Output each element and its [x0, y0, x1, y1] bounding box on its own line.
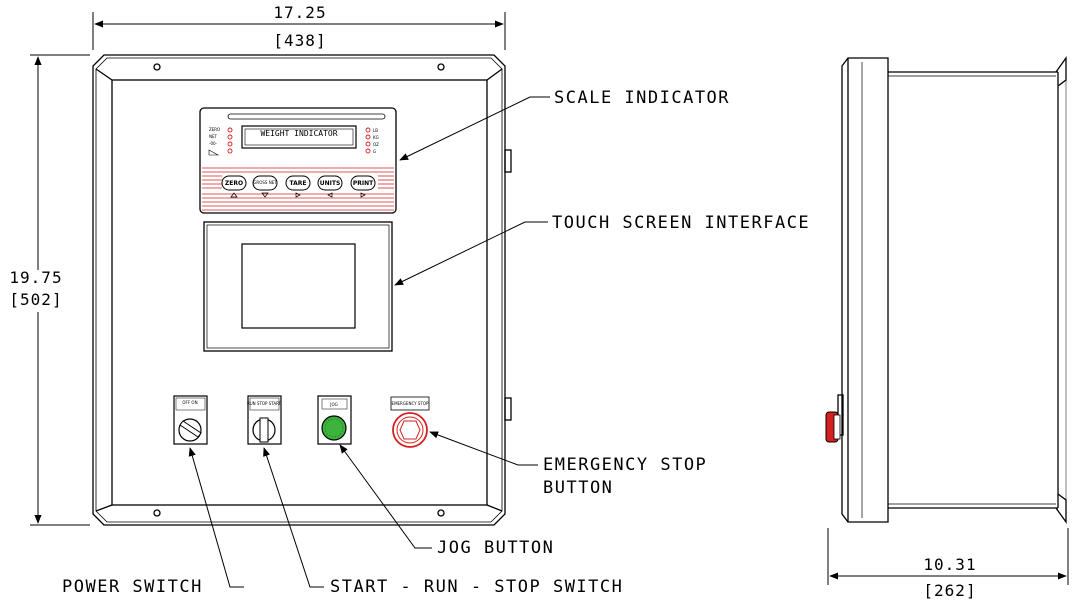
depth-mm: [262] [923, 581, 976, 600]
height-inches: 19.75 [9, 268, 62, 287]
jog-button-label: JOG BUTTON [437, 538, 554, 558]
status-label: ZERO [209, 127, 220, 132]
scale-indicator: WEIGHT INDICATOR ZERO NET -00- LB KG OZ … [199, 107, 397, 214]
units-key-label: UNITS [320, 180, 341, 187]
status-led [365, 127, 371, 133]
status-led [365, 141, 371, 147]
start-run-stop-switch: RUN STOP START [247, 395, 282, 445]
status-led [227, 148, 233, 154]
mount-hole [437, 63, 445, 71]
hinge [504, 397, 512, 421]
power-switch-plate-text: OFF ON [182, 400, 197, 405]
door-panel [111, 79, 488, 506]
unit-label: LB [373, 128, 378, 133]
status-label: -00- [209, 141, 218, 146]
power-switch-label: POWER SWITCH [62, 577, 203, 597]
emergency-stop-button: EMERGENCY STOP [390, 396, 430, 448]
jog-plate-text: JOG [329, 402, 337, 407]
width-mm: [438] [273, 31, 326, 50]
power-switch: OFF ON [173, 395, 208, 445]
gross-net-key [252, 175, 278, 191]
indicator-display-text: WEIGHT INDICATOR [260, 129, 337, 138]
enclosure-outer [92, 54, 506, 526]
tare-key-label: TARE [290, 180, 307, 187]
status-label: NET [209, 134, 218, 139]
callout-leaders [188, 96, 550, 588]
dimension-lines [30, 12, 1069, 585]
mount-hole [153, 509, 161, 517]
touch-screen [203, 221, 393, 352]
mount-hole [153, 63, 161, 71]
up-arrow-icon [230, 192, 238, 198]
status-led [365, 148, 371, 154]
unit-label: OZ [373, 142, 379, 147]
down-arrow-icon [261, 192, 269, 198]
start-run-stop-label: START - RUN - STOP SWITCH [330, 577, 623, 597]
mount-hole [437, 509, 445, 517]
width-inches: 17.25 [273, 3, 326, 22]
zero-key [221, 175, 247, 191]
right-arrow-icon [295, 192, 301, 198]
unit-label: KG [373, 135, 379, 140]
depth-inches: 10.31 [923, 555, 976, 574]
unit-label: G [373, 149, 376, 154]
status-led [227, 134, 233, 140]
gross-net-key-label: GROSS NET [253, 180, 277, 185]
front-view [92, 54, 512, 526]
print-key [350, 175, 376, 191]
indicator-display [241, 125, 357, 149]
srs-switch-plate-text: RUN STOP START [247, 401, 282, 406]
touch-screen-label: TOUCH SCREEN INTERFACE [552, 213, 810, 233]
units-key [317, 175, 343, 191]
status-led [227, 127, 233, 133]
left-arrow-icon [327, 192, 333, 198]
status-led [227, 141, 233, 147]
height-mm: [502] [9, 290, 62, 309]
emergency-plate-text: EMERGENCY STOP [392, 401, 429, 406]
print-key-label: PRINT [353, 180, 374, 187]
zero-key-label: ZERO [225, 180, 243, 187]
right-arrow-icon [360, 192, 366, 198]
emergency-stop-label-2: BUTTON [543, 478, 613, 498]
tare-key [285, 175, 311, 191]
scale-indicator-label: SCALE INDICATOR [554, 88, 730, 108]
enclosure-flange [95, 57, 503, 523]
touch-screen-display [241, 243, 356, 329]
status-led [365, 134, 371, 140]
hinge [504, 149, 512, 173]
jog-button: JOG [317, 395, 352, 445]
emergency-stop-label: EMERGENCY STOP [543, 455, 707, 475]
side-view [825, 55, 1067, 525]
